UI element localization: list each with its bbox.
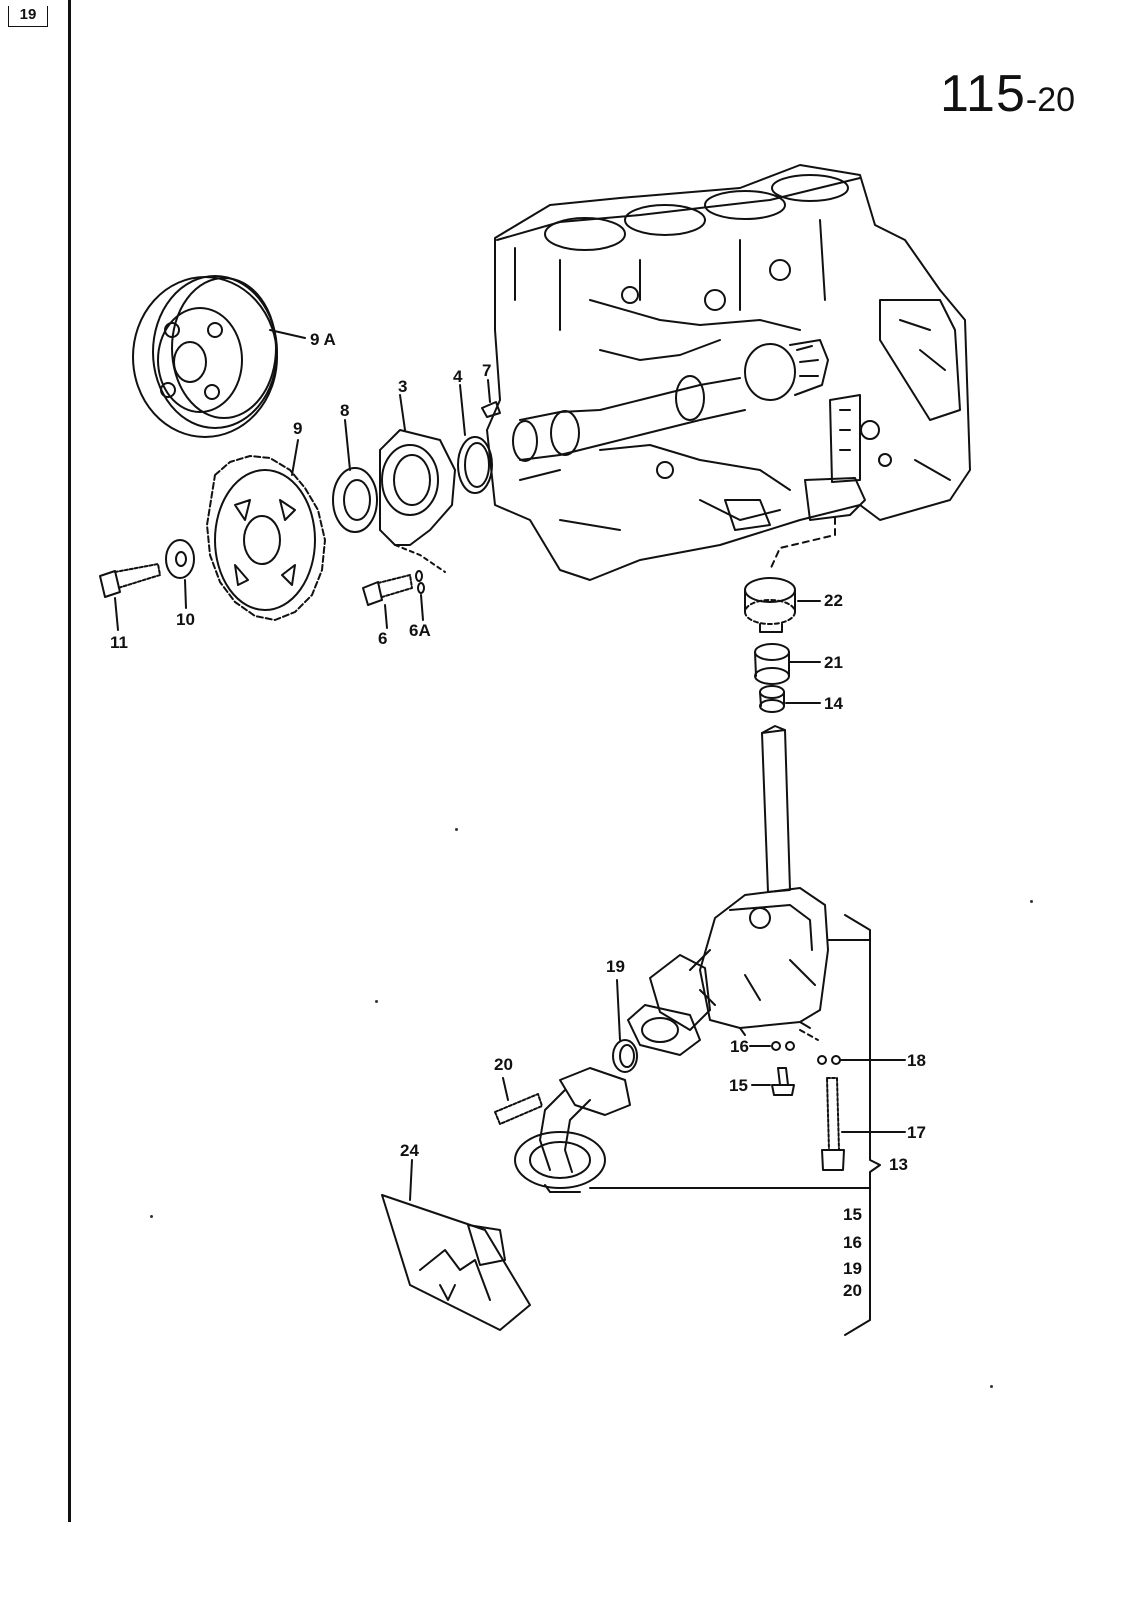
kit-list-item-19: 19	[843, 1259, 862, 1278]
assembly-line-drive	[769, 517, 836, 571]
drive-bush	[754, 643, 821, 685]
washers-16	[749, 1041, 795, 1051]
seal-flange	[379, 394, 456, 573]
label-10: 10	[176, 610, 195, 629]
suction-pipe	[514, 1067, 631, 1193]
sprocket-bolt	[99, 563, 161, 631]
label-19: 19	[606, 957, 625, 976]
label-4: 4	[453, 367, 463, 386]
label-9: 9	[293, 419, 303, 438]
label-7: 7	[482, 361, 492, 380]
scan-speck	[990, 1385, 993, 1388]
label-8: 8	[340, 401, 350, 420]
crankshaft-pulley	[132, 275, 306, 438]
label-6: 6	[378, 629, 388, 648]
label-22: 22	[824, 591, 843, 610]
kit-list-item-20: 20	[843, 1281, 862, 1300]
oil-pickup-screen	[381, 1159, 531, 1331]
label-16: 16	[730, 1037, 749, 1056]
label-9a: 9 A	[310, 330, 336, 349]
pump-bolt-short	[751, 1067, 795, 1096]
timing-sprocket	[206, 439, 326, 621]
kit-list-item-16: 16	[843, 1233, 862, 1252]
scan-speck	[1030, 900, 1033, 903]
kit-list-item-15: 15	[843, 1205, 862, 1224]
engine-block	[486, 164, 971, 581]
scan-speck	[150, 1215, 153, 1218]
oil-pump	[627, 725, 829, 1056]
scan-speck	[455, 828, 458, 831]
flange-gasket	[457, 384, 493, 494]
label-6a: 6A	[409, 621, 431, 640]
label-20: 20	[494, 1055, 513, 1074]
pump-bolt-long	[821, 1077, 906, 1171]
page-number-main: 115	[940, 65, 1026, 123]
assembly-brackets	[589, 914, 881, 1336]
shaft-seal	[332, 419, 378, 533]
page-number: 115-20	[940, 64, 1075, 124]
pipe-bolt	[494, 1077, 543, 1125]
shaft-bush	[759, 685, 821, 713]
pipe-o-ring	[612, 979, 638, 1073]
label-24: 24	[400, 1141, 419, 1160]
washer	[165, 539, 195, 609]
section-tag: 19	[8, 6, 48, 27]
label-21: 21	[824, 653, 843, 672]
woodruff-key	[481, 379, 501, 418]
washers-18	[799, 1029, 906, 1065]
page-number-suffix: -20	[1025, 81, 1076, 119]
scan-speck	[375, 1000, 378, 1003]
label-3: 3	[398, 377, 408, 396]
drive-gear	[744, 577, 821, 633]
label-18: 18	[907, 1051, 926, 1070]
flange-bolt	[362, 574, 413, 629]
label-17: 17	[907, 1123, 926, 1142]
label-15: 15	[729, 1076, 748, 1095]
spring-washer	[415, 570, 425, 621]
label-11: 11	[110, 633, 128, 652]
label-14: 14	[824, 694, 843, 713]
label-13: 13	[889, 1155, 908, 1174]
binder-margin-line	[68, 0, 71, 1522]
